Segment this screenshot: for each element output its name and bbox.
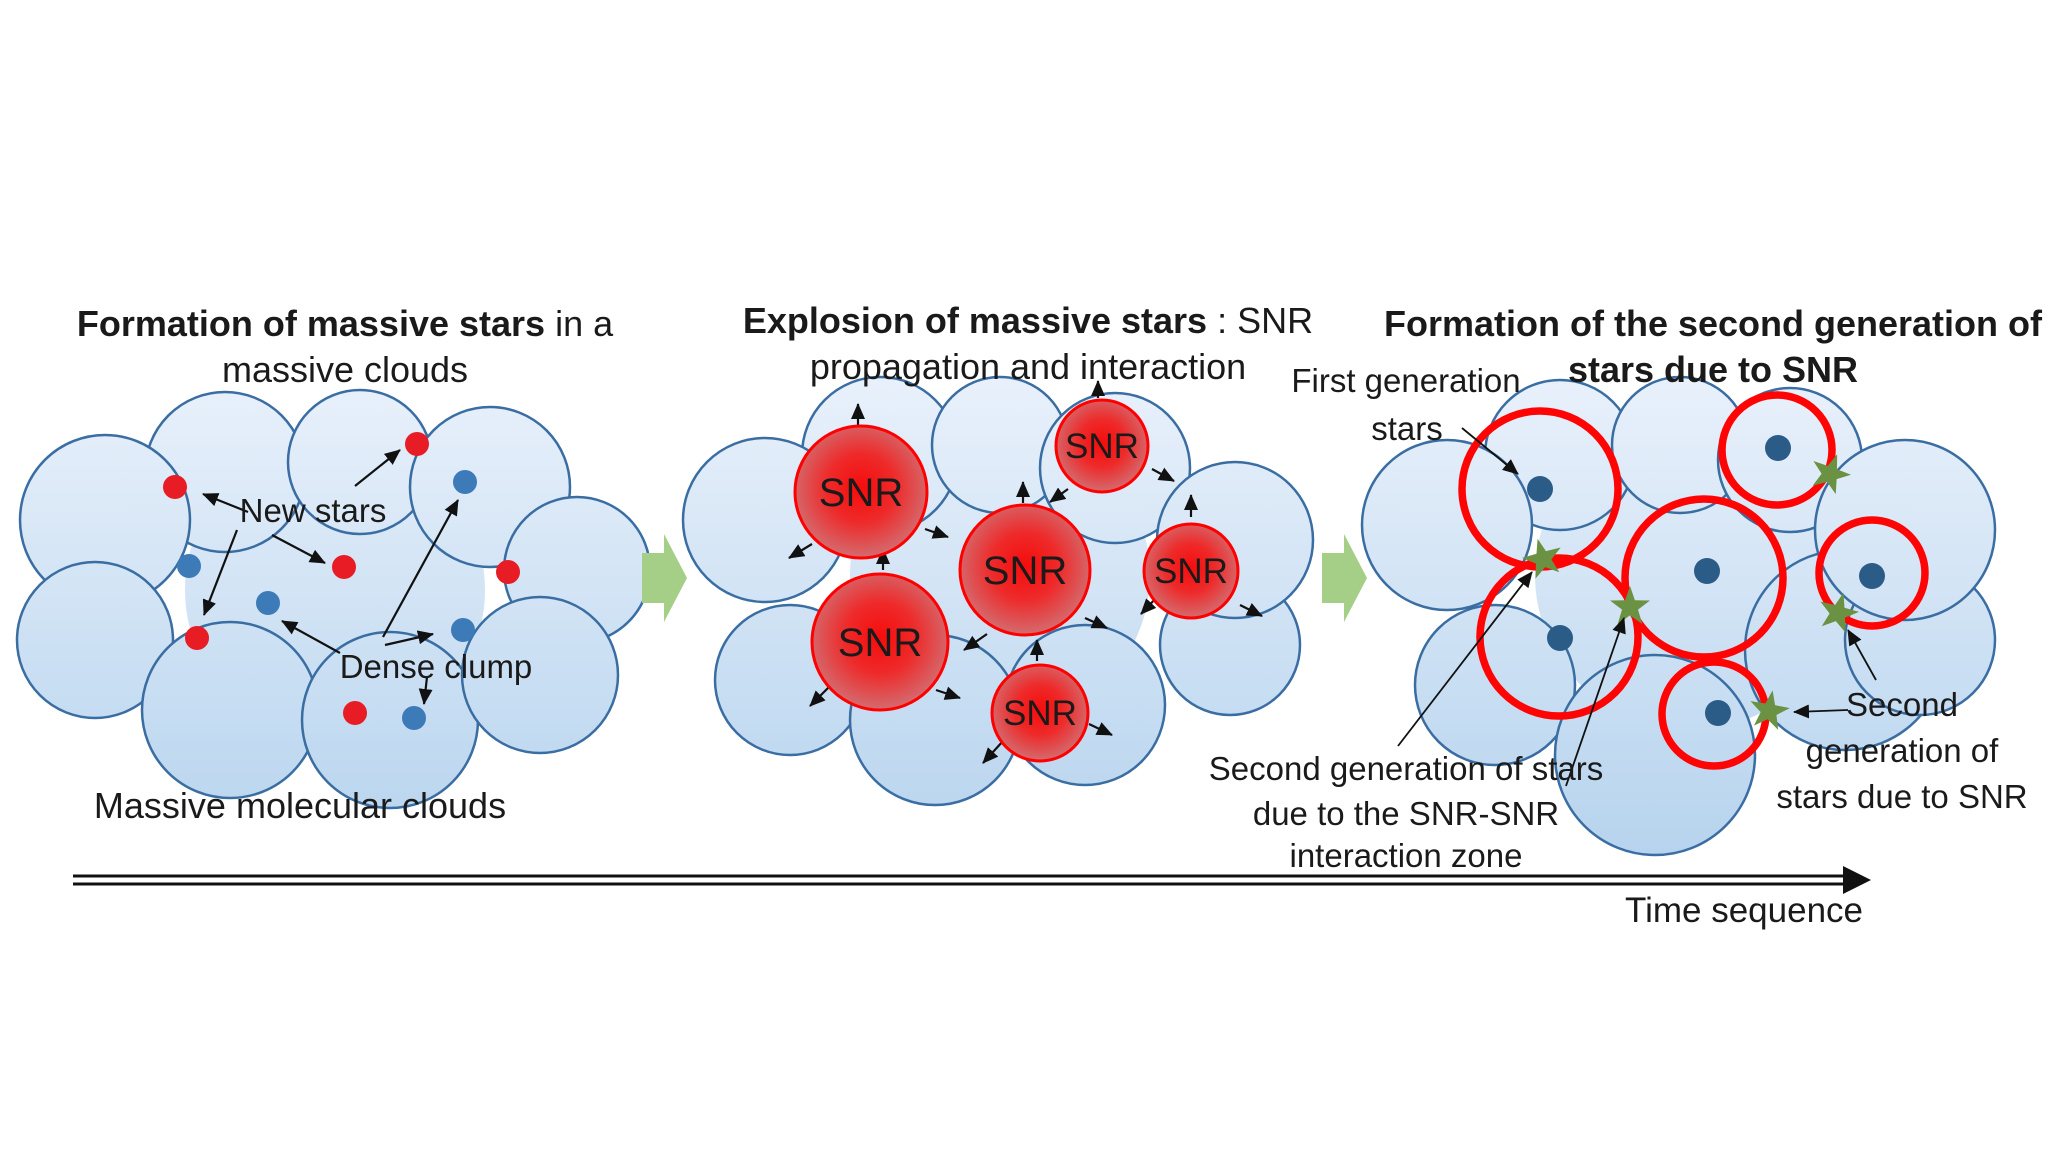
snr-shell-ring [1718,391,1836,509]
second-generation-label-line3: stars due to SNR [1776,778,2027,815]
snr-label: SNR [1154,552,1228,591]
snr-shell-ring [1476,554,1642,720]
stage3-title-line2: stars due to SNR [1568,349,1858,390]
snr-remnants [793,398,1240,763]
snr-remnant [793,424,929,560]
stage3-annotation-arrows [1397,427,1877,787]
snr-expansion-arrows [788,380,1263,764]
interaction-zone-label-line2: due to the SNR-SNR [1253,795,1559,832]
first-generation-star-dot [1859,563,1885,589]
new-star-dot [332,555,356,579]
stage2-title-line2: propagation and interaction [810,346,1246,387]
first-generation-star-dot [1527,476,1553,502]
snr-label: SNR [819,471,903,515]
stage3-title-line1: Formation of the second generation of [1384,303,2043,344]
new-stars-label: New stars [240,492,387,529]
stage-arrow-1-icon [642,534,687,622]
time-axis [73,866,1871,894]
snr-labels: SNR SNR SNR SNR SNR SNR [819,427,1228,733]
snr-label: SNR [1003,694,1077,733]
time-sequence-label: Time sequence [1625,891,1863,930]
second-generation-label-line1: Second [1846,686,1958,723]
snr-remnant [1142,522,1240,620]
dense-clump-label: Dense clump [340,648,533,685]
snr-remnant [1054,398,1150,494]
snr-label: SNR [1065,427,1139,466]
first-generation-label-line2: stars [1371,410,1443,447]
second-generation-label-line2: generation of [1806,732,1999,769]
new-star-dot [343,701,367,725]
snr-label: SNR [838,621,922,665]
new-stars-arrows [202,449,401,616]
snr-remnant [810,572,950,712]
dense-clump-dot [453,470,477,494]
first-generation-star-dots [1527,435,1885,726]
stage-arrow-2-icon [1322,534,1367,622]
first-generation-star-dot [1705,700,1731,726]
new-star-dot [185,626,209,650]
dense-clump-arrows [281,499,459,705]
snr-remnant [990,663,1090,763]
stage1-title-line2: massive clouds [222,349,468,390]
snr-shell-ring [1815,516,1929,630]
interaction-zone-label-line1: Second generation of stars [1209,750,1603,787]
stage1-caption: Massive molecular clouds [94,785,506,826]
molecular-cloud-1 [15,388,652,810]
new-star-dot [405,432,429,456]
first-generation-star-dot [1694,558,1720,584]
dense-clump-dot [256,591,280,615]
first-generation-label-line1: First generation [1291,362,1520,399]
snr-label: SNR [983,549,1067,593]
new-star-dots [163,432,520,725]
dense-clump-dot [402,706,426,730]
snr-remnant [958,503,1092,637]
dense-clump-dot [177,554,201,578]
new-star-dot [496,560,520,584]
new-star-dot [163,475,187,499]
first-generation-star-dot [1765,435,1791,461]
stage1-title-line1: Formation of massive stars in a [77,303,614,344]
time-axis-arrowhead [1843,866,1871,894]
dense-clump-dot [451,618,475,642]
first-generation-star-dot [1547,625,1573,651]
stage2-title-line1: Explosion of massive stars : SNR [743,300,1313,341]
interaction-zone-label-line3: interaction zone [1290,837,1523,874]
snr-shell-ring [1621,495,1787,661]
dense-clump-dots [177,470,477,730]
